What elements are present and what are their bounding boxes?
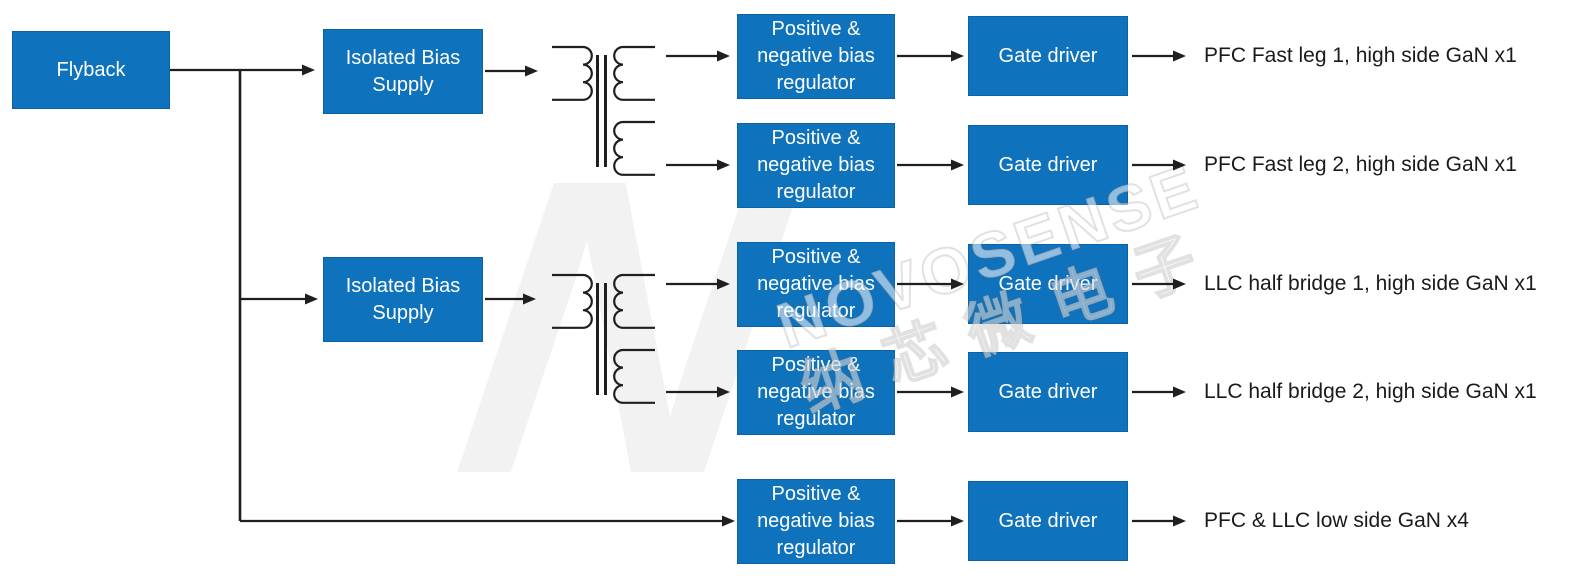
arrowhead bbox=[1173, 278, 1186, 290]
arrowhead bbox=[1173, 159, 1186, 171]
bias-regulator-block-1: Positive & negative bias regulator bbox=[737, 14, 895, 99]
arrowhead bbox=[523, 293, 536, 305]
transformer-1 bbox=[552, 45, 655, 176]
gate-driver-block-4: Gate driver bbox=[968, 352, 1128, 432]
bias-regulator-block-3: Positive & negative bias regulator bbox=[737, 242, 895, 327]
arrowhead bbox=[951, 50, 964, 62]
output-label-1: PFC Fast leg 1, high side GaN x1 bbox=[1204, 44, 1517, 67]
isolated-bias-supply-block-2: Isolated Bias Supply bbox=[323, 257, 483, 342]
transformer-2-secondary-winding-2 bbox=[613, 348, 655, 404]
bias-regulator-label-1: Positive & negative bias regulator bbox=[757, 18, 875, 94]
transformer-2-secondary-winding-1 bbox=[613, 273, 655, 329]
bias-regulator-label-4: Positive & negative bias regulator bbox=[757, 354, 875, 430]
bias-regulator-label-3: Positive & negative bias regulator bbox=[757, 246, 875, 322]
gate-driver-label-1: Gate driver bbox=[998, 44, 1098, 67]
bias-regulator-block-2: Positive & negative bias regulator bbox=[737, 123, 895, 208]
isolated-bias-supply-block-1: Isolated Bias Supply bbox=[323, 29, 483, 114]
arrowhead bbox=[717, 386, 730, 398]
arrowheads bbox=[302, 50, 1186, 527]
arrowhead bbox=[717, 50, 730, 62]
transformer-1-primary-winding bbox=[552, 45, 593, 101]
gate-driver-block-1: Gate driver bbox=[968, 16, 1128, 96]
gate-driver-label-3: Gate driver bbox=[998, 272, 1098, 295]
isolated-bias-supply-label-1: Isolated Bias Supply bbox=[345, 46, 461, 96]
arrowhead bbox=[951, 386, 964, 398]
gate-driver-label-5: Gate driver bbox=[998, 509, 1098, 532]
transformer-1-secondary-winding-1 bbox=[613, 45, 655, 101]
output-label-5: PFC & LLC low side GaN x4 bbox=[1204, 509, 1469, 532]
gate-driver-block-2: Gate driver bbox=[968, 125, 1128, 205]
gate-driver-block-3: Gate driver bbox=[968, 244, 1128, 324]
arrowhead bbox=[951, 159, 964, 171]
arrowhead bbox=[525, 65, 538, 77]
transformer-2-primary-winding bbox=[552, 273, 593, 329]
bias-regulator-block-5: Positive & negative bias regulator bbox=[737, 479, 895, 564]
isolated-bias-supply-label-2: Isolated Bias Supply bbox=[345, 274, 461, 324]
transformer-2-core bbox=[596, 283, 607, 395]
arrowhead bbox=[717, 278, 730, 290]
gate-driver-block-5: Gate driver bbox=[968, 481, 1128, 561]
arrowhead bbox=[1173, 386, 1186, 398]
arrowhead bbox=[302, 64, 315, 76]
bias-regulator-block-4: Positive & negative bias regulator bbox=[737, 350, 895, 435]
flyback-block: Flyback bbox=[12, 31, 170, 109]
arrowhead bbox=[951, 278, 964, 290]
arrowhead bbox=[722, 515, 735, 527]
transformer-1-secondary-winding-2 bbox=[613, 120, 655, 176]
connectors bbox=[170, 54, 1175, 523]
arrowhead bbox=[1173, 50, 1186, 62]
bias-regulator-label-5: Positive & negative bias regulator bbox=[757, 483, 875, 559]
output-label-3: LLC half bridge 1, high side GaN x1 bbox=[1204, 272, 1537, 295]
gate-driver-label-2: Gate driver bbox=[998, 153, 1098, 176]
flyback-label: Flyback bbox=[56, 58, 126, 81]
transformer-2 bbox=[552, 273, 655, 404]
arrowhead bbox=[305, 293, 318, 305]
arrowhead bbox=[717, 159, 730, 171]
arrowhead bbox=[1173, 515, 1186, 527]
transformer-1-core bbox=[596, 55, 607, 167]
gate-driver-label-4: Gate driver bbox=[998, 380, 1098, 403]
arrowhead bbox=[951, 515, 964, 527]
bias-regulator-label-2: Positive & negative bias regulator bbox=[757, 127, 875, 203]
output-label-4: LLC half bridge 2, high side GaN x1 bbox=[1204, 380, 1537, 403]
output-label-2: PFC Fast leg 2, high side GaN x1 bbox=[1204, 153, 1517, 176]
